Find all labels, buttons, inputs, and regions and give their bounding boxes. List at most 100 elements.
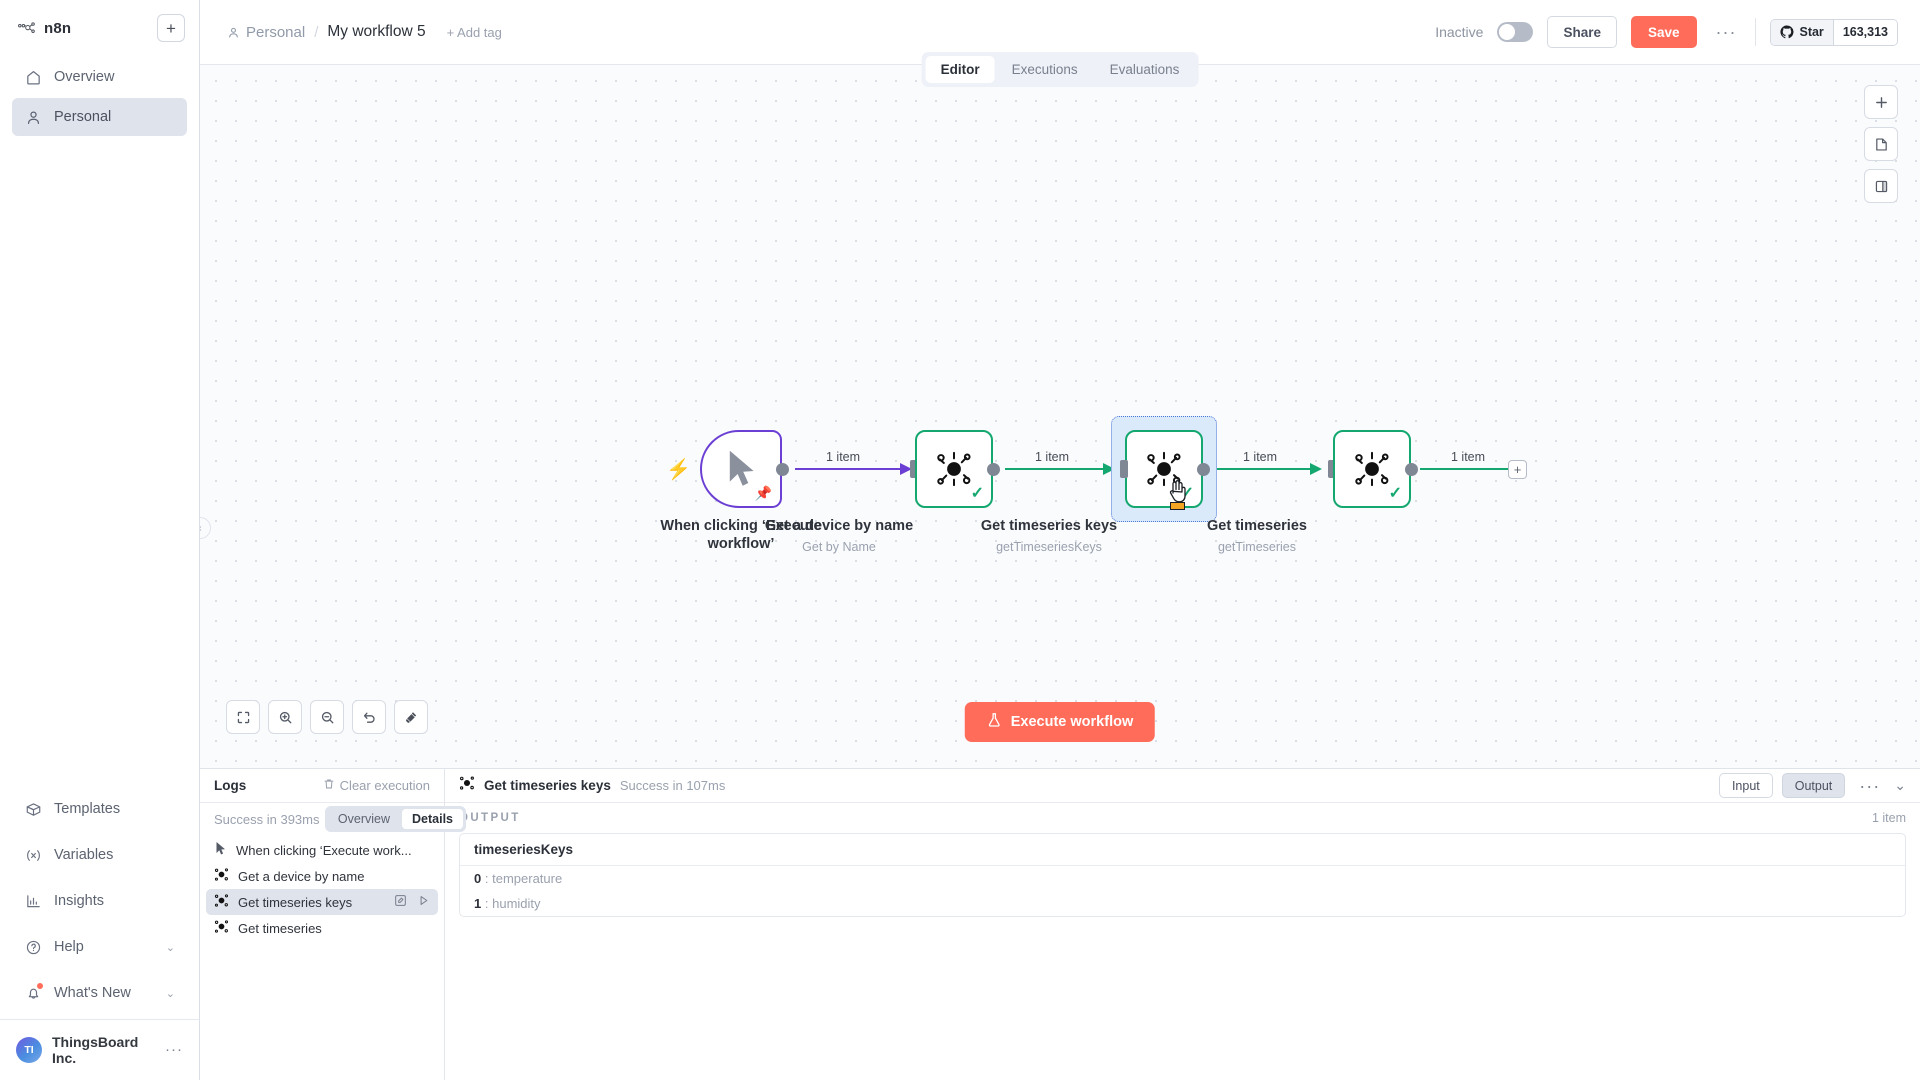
- sidebar-item-variables[interactable]: Variables: [12, 833, 187, 877]
- trigger-bolt-icon: ⚡: [666, 459, 691, 481]
- sidebar-item-label: Help: [54, 939, 84, 955]
- node-get-timeseries-keys[interactable]: ✓ Get timeseries keys getTimeseriesKeys: [981, 416, 1217, 554]
- input-port[interactable]: [1120, 460, 1128, 478]
- node-box[interactable]: ✓: [1333, 430, 1411, 508]
- notification-dot: [37, 983, 43, 989]
- thingsboard-icon: [214, 919, 229, 937]
- log-row-label: Get timeseries: [238, 920, 322, 936]
- breadcrumb: Personal / My workflow 5 + Add tag: [226, 23, 502, 41]
- sidebar-item-personal[interactable]: Personal: [12, 98, 187, 136]
- zoom-to-fit-icon[interactable]: [226, 700, 260, 734]
- collapse-panel-icon[interactable]: ⌄: [1894, 777, 1906, 793]
- canvas-right-tools: [1864, 85, 1898, 203]
- logs-view-toggle: Overview Details: [324, 806, 466, 832]
- person-icon: [226, 25, 240, 39]
- main-area: Personal / My workflow 5 + Add tag Inact…: [200, 0, 1920, 1080]
- log-row-trigger[interactable]: When clicking ‘Execute work...: [206, 837, 438, 863]
- zoom-out-icon[interactable]: [310, 700, 344, 734]
- node-box[interactable]: 📌: [700, 430, 782, 508]
- node-when-clicking-execute-workflow[interactable]: 📌 When clicking ‘Execute workflow’: [660, 430, 822, 552]
- edit-node-icon[interactable]: [394, 894, 407, 910]
- output-tab-button[interactable]: Output: [1781, 773, 1846, 798]
- home-icon: [24, 68, 42, 86]
- logs-view-overview[interactable]: Overview: [337, 812, 390, 826]
- zoom-in-icon[interactable]: [268, 700, 302, 734]
- logs-view-details[interactable]: Details: [402, 809, 463, 829]
- execute-workflow-button[interactable]: Execute workflow: [964, 702, 1156, 742]
- toggle-panel-icon[interactable]: [1864, 169, 1898, 203]
- add-sticky-note-icon[interactable]: [1864, 127, 1898, 161]
- output-node-name: Get timeseries keys: [484, 778, 611, 793]
- output-section-label: OUTPUT: [459, 812, 521, 824]
- run-node-icon[interactable]: [417, 894, 430, 910]
- chevron-down-icon: ⌄: [165, 941, 175, 954]
- github-star-button[interactable]: Star 163,313: [1770, 18, 1898, 46]
- execute-workflow-wrapper: Execute workflow: [964, 702, 1156, 742]
- sidebar-item-label: Personal: [54, 109, 112, 125]
- sidebar: n8n + Overview Personal: [0, 0, 200, 1080]
- tab-executions[interactable]: Executions: [1011, 62, 1078, 77]
- node-subtitle: getTimeseries: [1217, 540, 1297, 554]
- tab-evaluations[interactable]: Evaluations: [1109, 62, 1180, 77]
- workflow-more-menu-icon[interactable]: ···: [1715, 22, 1737, 42]
- add-tag-button[interactable]: + Add tag: [446, 24, 502, 40]
- input-port[interactable]: [1328, 460, 1336, 478]
- log-row-label: When clicking ‘Execute work...: [236, 842, 412, 858]
- output-port[interactable]: [776, 463, 789, 476]
- node-get-timeseries[interactable]: ✓ Get timeseries getTimeseries: [1207, 430, 1418, 554]
- output-item-count: 1 item: [1871, 811, 1906, 825]
- logs-panel: Logs Clear execution Success in 393ms Ov…: [200, 769, 466, 1080]
- node-title: Get a device by name: [764, 518, 914, 534]
- flow-edges: [795, 463, 1513, 475]
- sidebar-item-templates[interactable]: Templates: [12, 787, 187, 831]
- thingsboard-icon: [1144, 450, 1184, 488]
- breadcrumb-project[interactable]: Personal: [226, 24, 305, 41]
- input-port[interactable]: [910, 460, 918, 478]
- org-switcher[interactable]: TI ThingsBoard Inc. ···: [0, 1019, 199, 1080]
- org-menu-icon[interactable]: ···: [165, 1041, 183, 1058]
- log-row-get-a-device-by-name[interactable]: Get a device by name: [206, 863, 438, 889]
- node-title: When clicking ‘Execute workflow’: [660, 518, 822, 552]
- edge-label: 1 item: [1240, 450, 1281, 464]
- tab-editor[interactable]: Editor: [925, 56, 995, 83]
- sidebar-item-label: What's New: [54, 985, 131, 1001]
- output-port[interactable]: [987, 463, 1000, 476]
- add-node-endpoint-button[interactable]: +: [1508, 460, 1527, 479]
- workflow-active-toggle[interactable]: [1497, 22, 1534, 42]
- output-json-row: 0 : temperature: [460, 866, 1905, 891]
- node-subtitle: Get by Name: [802, 540, 876, 554]
- save-button[interactable]: Save: [1630, 16, 1697, 48]
- output-panel: Get timeseries keys Success in 107ms Inp…: [445, 769, 1920, 1080]
- breadcrumb-separator: /: [314, 23, 319, 41]
- logs-title: Logs: [214, 778, 247, 793]
- workflow-canvas[interactable]: ‹: [200, 65, 1920, 768]
- output-port[interactable]: [1197, 463, 1210, 476]
- edge-label: 1 item: [1032, 450, 1073, 464]
- sidebar-item-insights[interactable]: Insights: [12, 879, 187, 923]
- page-title[interactable]: My workflow 5: [327, 23, 426, 40]
- output-port[interactable]: [1405, 463, 1418, 476]
- node-box[interactable]: ✓: [915, 430, 993, 508]
- clear-execution-button[interactable]: Clear execution: [323, 778, 430, 793]
- share-button[interactable]: Share: [1547, 16, 1617, 48]
- reset-zoom-icon[interactable]: [352, 700, 386, 734]
- input-tab-button[interactable]: Input: [1718, 773, 1773, 798]
- sidebar-item-help[interactable]: Help ⌄: [12, 925, 187, 969]
- node-box[interactable]: ✓: [1125, 430, 1203, 510]
- sidebar-item-whats-new[interactable]: What's New ⌄: [12, 971, 187, 1015]
- log-row-get-timeseries[interactable]: Get timeseries: [206, 915, 438, 941]
- output-json-index: 0: [474, 871, 482, 886]
- output-body: timeseriesKeys 0 : temperature 1 : humid…: [445, 833, 1920, 1080]
- header-actions: Inactive Share Save ··· Star 163: [1435, 16, 1898, 48]
- tidy-up-icon[interactable]: [394, 700, 428, 734]
- create-workflow-button[interactable]: +: [157, 14, 185, 42]
- log-row-get-timeseries-keys[interactable]: Get timeseries keys: [206, 889, 438, 915]
- add-node-icon[interactable]: [1864, 85, 1898, 119]
- sidebar-item-overview[interactable]: Overview: [12, 58, 187, 96]
- canvas-left-tools: [226, 700, 428, 734]
- chevron-down-icon: ⌄: [165, 987, 175, 1000]
- header-divider: [1755, 18, 1757, 46]
- node-get-a-device-by-name[interactable]: ✓ Get a device by name Get by Name: [765, 430, 1000, 554]
- output-more-menu-icon[interactable]: ···: [1859, 775, 1881, 796]
- logs-header: Logs Clear execution: [200, 769, 444, 803]
